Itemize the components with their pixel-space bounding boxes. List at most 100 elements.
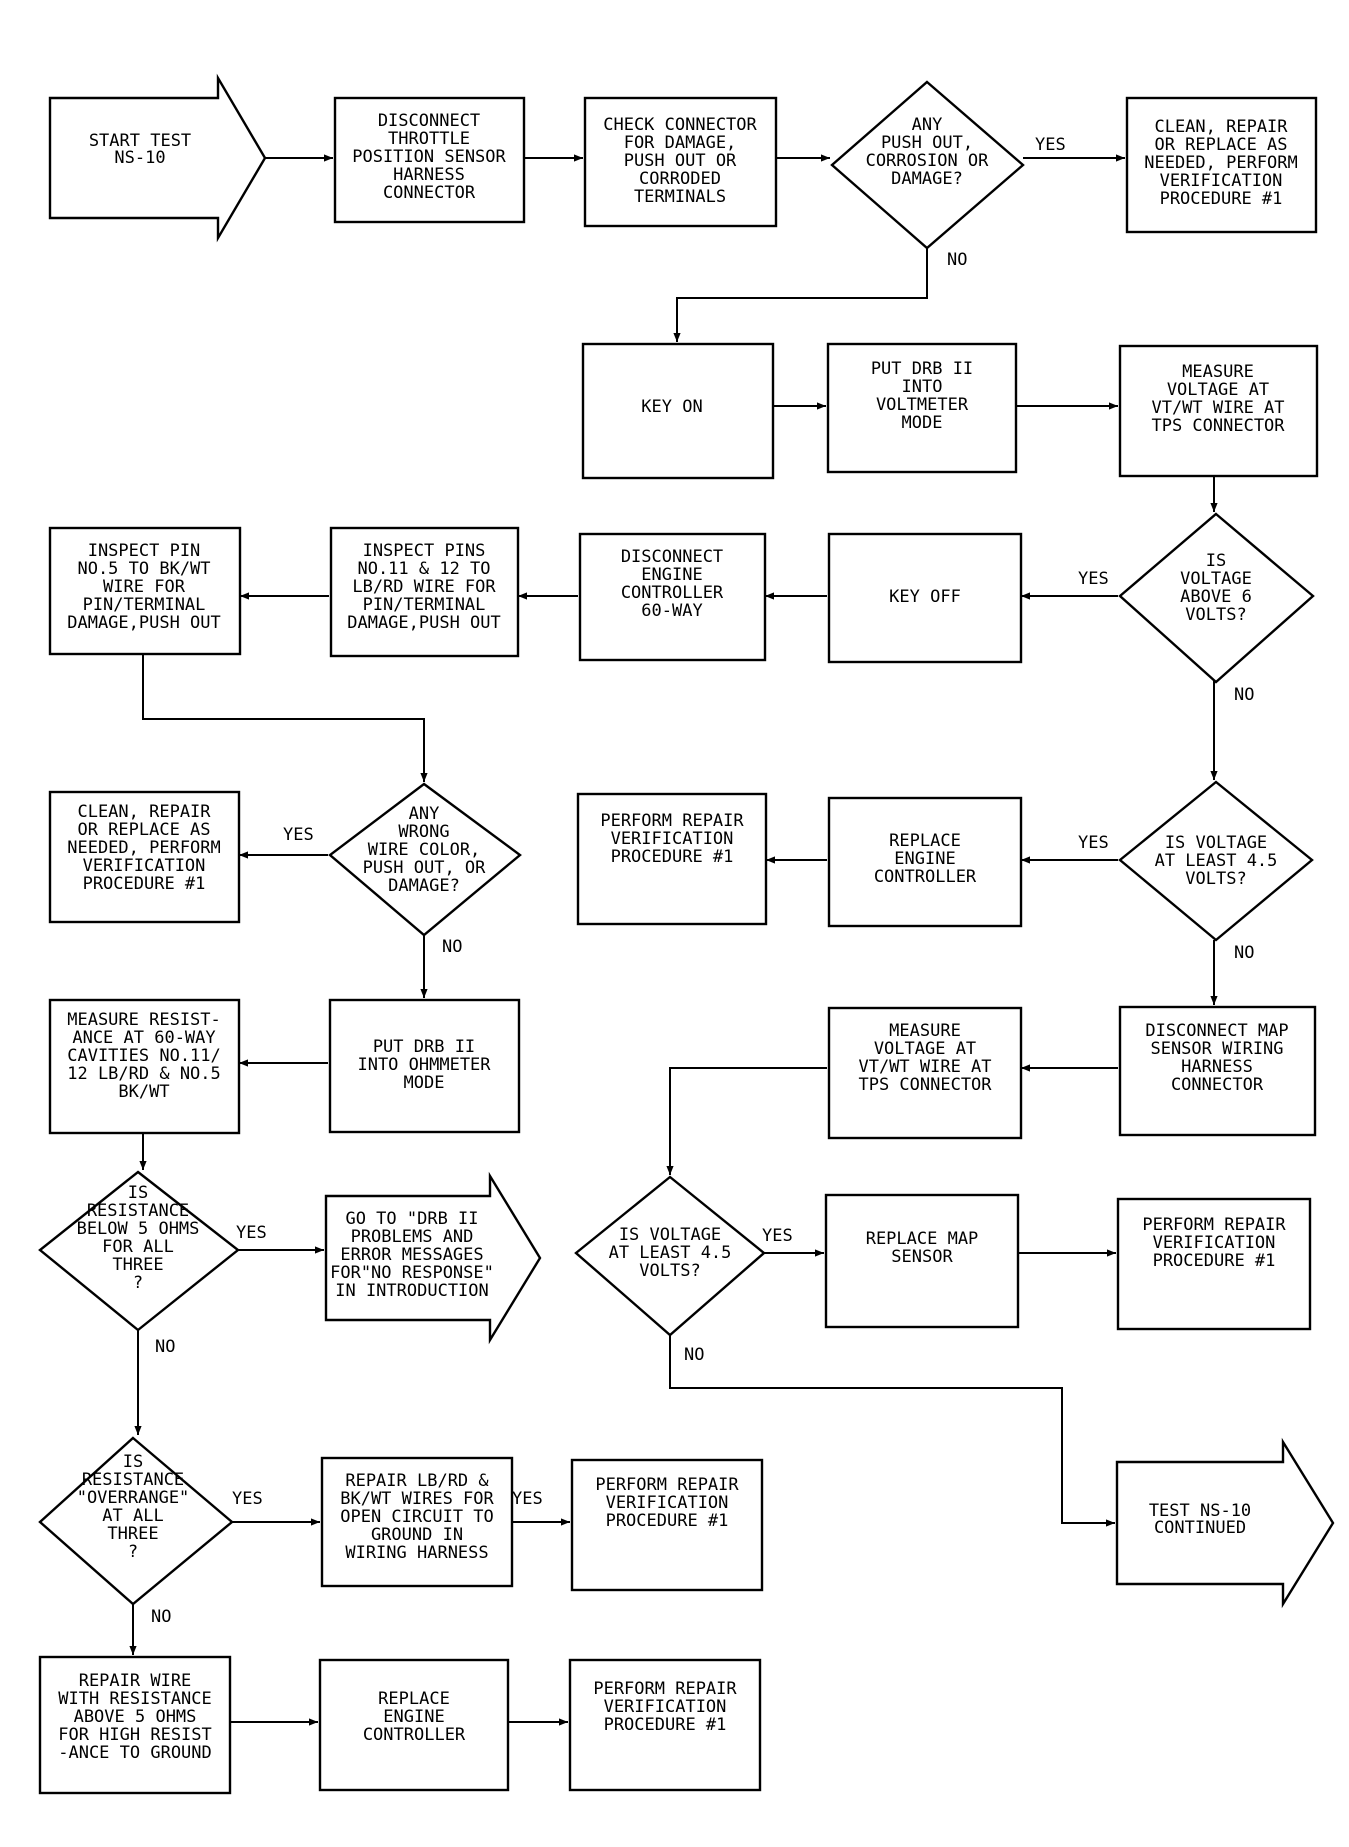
label-line: 12 LB/RD & NO.5 [67,1064,221,1084]
clean-repair-2-box [48,790,241,924]
label-line: PROCEDURE #1 [1160,189,1283,209]
label-line: VOLTAGE AT [1167,380,1269,400]
connector-45-b-no [669,1335,1115,1527]
key-on-label: KEY ON [641,397,702,417]
start-arrow-shape [48,73,267,243]
no-label: NO [1234,685,1254,705]
label-line: WIRE FOR [103,577,186,597]
label-line: DISCONNECT [378,111,480,131]
label-line: CHECK CONNECTOR [603,115,757,135]
label-line: INSPECT PINS [363,541,486,561]
connector-measure-to-question-b [666,1067,827,1175]
label-line: OR REPLACE AS [77,820,210,840]
label-line: VOLTS? [1185,869,1246,889]
yes-label: YES [762,1226,793,1246]
goto-drb-arrow-shape [324,1171,542,1345]
label-line: PROCEDURE #1 [604,1715,727,1735]
measure-voltage-2-box [827,1006,1023,1140]
label-line: DAMAGE,PUSH OUT [347,613,501,633]
label-line: DAMAGE? [388,876,460,896]
label-line: DAMAGE? [891,169,963,189]
perform-verification-1-box [576,792,768,926]
label-line: OR REPLACE AS [1154,135,1287,155]
label-line: REPLACE MAP [866,1229,979,1249]
replace-map-box [824,1193,1020,1329]
label-line: IS VOLTAGE [619,1225,721,1245]
edge-labels: YES NO YES NO YES NO YES NO YES NO YES N… [151,135,1254,1627]
at-least-45-b-decision-shape [574,1175,766,1337]
label-line: START TEST [89,131,191,151]
label-line: 60-WAY [641,601,702,621]
inspect-pins-11-12-box [329,526,520,658]
label-line: RESISTANCE [87,1201,189,1221]
label-line: VOLTS? [1185,605,1246,625]
label-line: CONTINUED [1154,1518,1246,1538]
label-line: MODE [404,1073,445,1093]
replace-controller-2-box [318,1658,510,1792]
perform-verification-4-box [568,1658,762,1792]
label-line: GROUND IN [371,1525,463,1545]
label-line: TEST NS-10 [1149,1501,1251,1521]
key-off-box [827,532,1023,664]
label-line: PUSH OUT OR [624,151,737,171]
label-line: NS-10 [114,148,165,168]
label-line: FOR HIGH RESIST [58,1725,212,1745]
label-line: REPLACE [889,831,961,851]
label-line: PERFORM REPAIR [593,1679,737,1699]
label-line: PROCEDURE #1 [611,847,734,867]
label-line: FOR ALL [102,1237,174,1257]
yes-label: YES [1078,833,1109,853]
label-line: NEEDED, PERFORM [1144,153,1298,173]
label-line: IS VOLTAGE [1165,833,1267,853]
ohmmeter-mode-box [328,998,521,1134]
label-line: VOLTMETER [876,395,969,415]
wrong-wire-decision-shape [328,782,522,937]
label-line: VERIFICATION [1160,171,1283,191]
connector-inspect-pin-to-question [142,654,428,782]
label-line: PROCEDURE #1 [606,1511,729,1531]
label-line: RESISTANCE [82,1470,184,1490]
label-line: IS [123,1452,143,1472]
label-line: BELOW 5 OHMS [77,1219,200,1239]
label-line: ? [128,1542,138,1562]
label-line: NO.11 & 12 TO [357,559,490,579]
label-line: HARNESS [1181,1057,1253,1077]
label-line: ENGINE [641,565,702,585]
label-line: VERIFICATION [611,829,734,849]
label-line: AT ALL [102,1506,163,1526]
label-line: PERFORM REPAIR [600,811,744,831]
label-line: ANY [912,115,943,135]
label-line: CONTROLLER [621,583,724,603]
yes-label: YES [232,1489,263,1509]
label-line: ? [133,1273,143,1293]
label-line: CLEAN, REPAIR [77,802,211,822]
no-label: NO [151,1607,171,1627]
label-line: ANCE AT 60-WAY [72,1028,215,1048]
perform-verification-2-box [1116,1197,1312,1331]
label-line: MEASURE [889,1021,961,1041]
label-line: CONTROLLER [874,867,977,887]
label-line: PROCEDURE #1 [1153,1251,1276,1271]
label-line: VERIFICATION [83,856,206,876]
label-line: AT LEAST 4.5 [609,1243,732,1263]
label-line: PUT DRB II [373,1037,475,1057]
key-on-box [581,342,775,480]
